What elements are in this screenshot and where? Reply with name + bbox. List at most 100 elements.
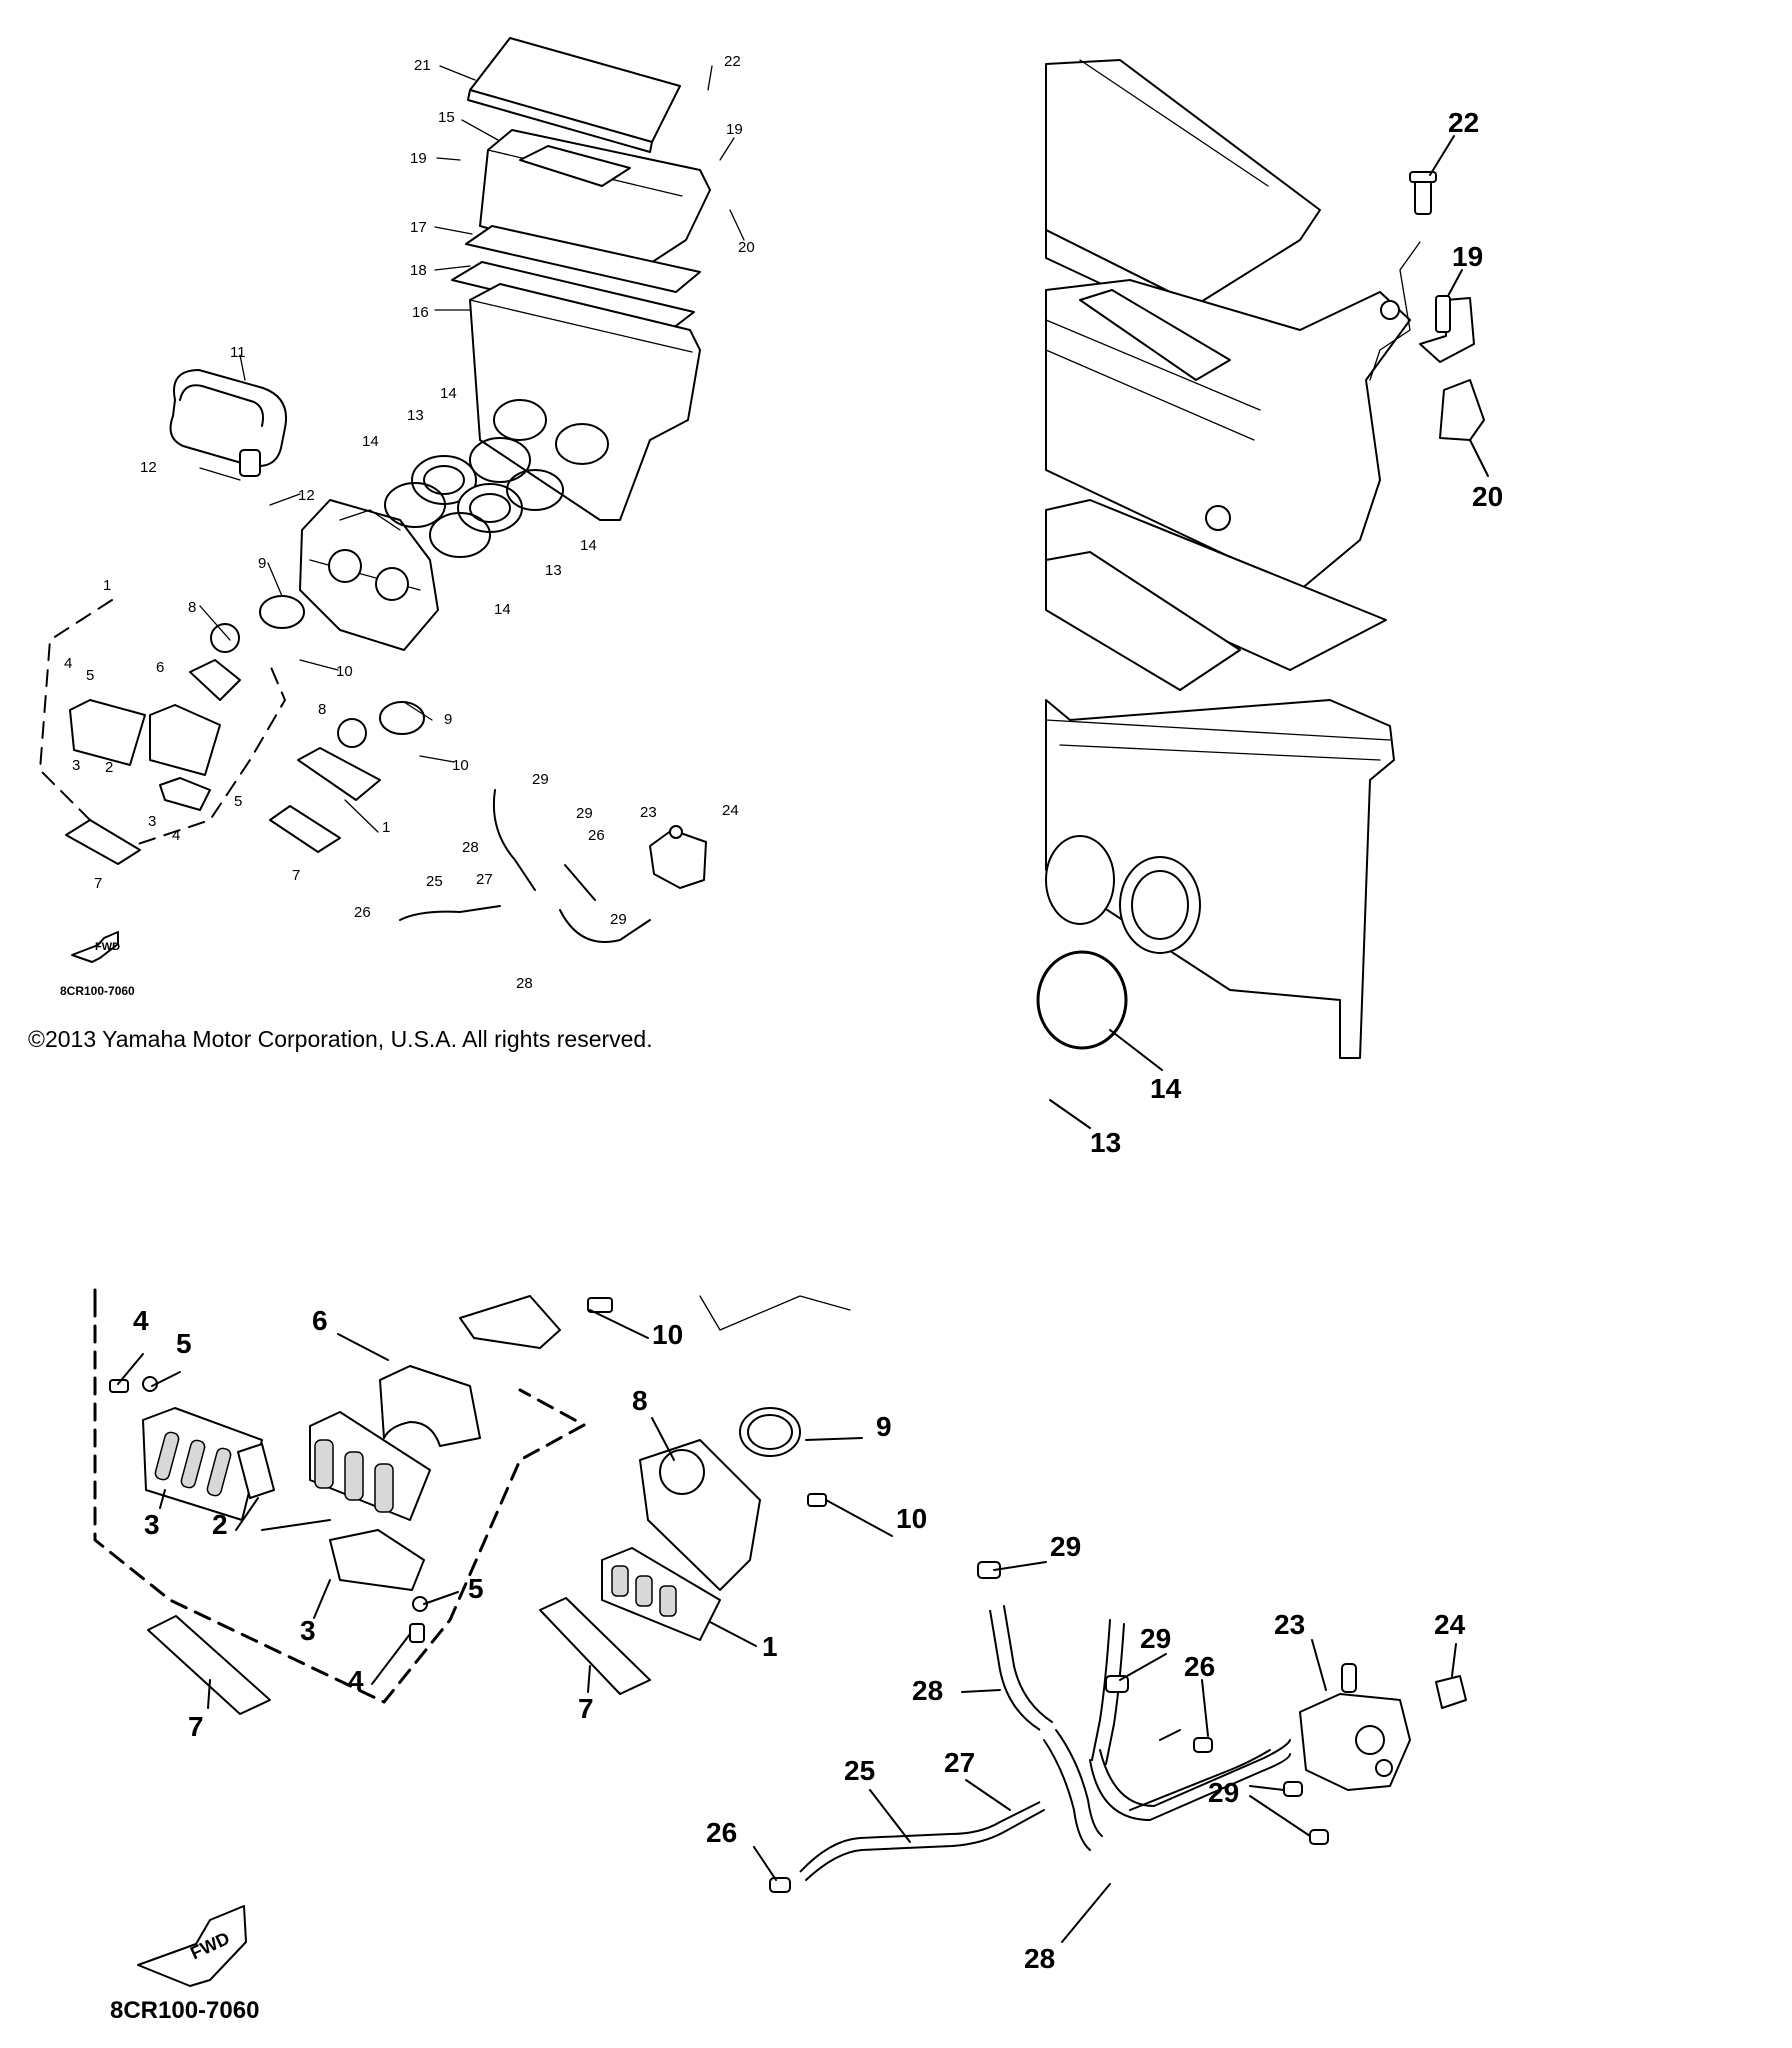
- callout-2: 2: [212, 1509, 228, 1540]
- callout-27: 27: [944, 1747, 975, 1778]
- callout-3: 3: [144, 1509, 160, 1540]
- air-box-assembly-drawing: [451, 37, 711, 521]
- callout-22: 22: [724, 53, 741, 70]
- callout-29: 29: [1050, 1531, 1081, 1562]
- callout-7: 7: [292, 867, 300, 884]
- callout-13: 13: [1090, 1127, 1121, 1158]
- fwd-arrow-small: FWD: [71, 931, 120, 963]
- callout-7: 7: [94, 875, 102, 892]
- callout-24: 24: [1434, 1609, 1466, 1640]
- callout-27: 27: [476, 871, 493, 888]
- callout-4: 4: [348, 1665, 364, 1696]
- callout-26: 26: [1184, 1651, 1215, 1682]
- callout-26: 26: [588, 827, 605, 844]
- callout-3: 3: [300, 1615, 316, 1646]
- callout-28: 28: [516, 975, 533, 992]
- diagram-code: 8CR100-7060: [110, 1997, 259, 2024]
- callout-19: 19: [410, 150, 427, 167]
- callout-19: 19: [1452, 241, 1483, 272]
- copyright-notice: ©2013 Yamaha Motor Corporation, U.S.A. A…: [28, 1026, 653, 1052]
- callout-19: 19: [726, 121, 743, 138]
- callout-29: 29: [610, 911, 627, 928]
- callout-14: 14: [580, 537, 597, 554]
- callout-29: 29: [532, 771, 549, 788]
- callout-12: 12: [140, 459, 157, 476]
- callout-22: 22: [1448, 107, 1479, 138]
- fwd-arrow-zoom: FWD: [137, 1905, 247, 1987]
- callout-14: 14: [440, 385, 457, 402]
- silencer-drawing: [169, 369, 287, 477]
- callout-4: 4: [64, 655, 72, 672]
- callout-20: 20: [738, 239, 755, 256]
- callout-9: 9: [258, 555, 266, 572]
- callout-11: 11: [230, 344, 246, 361]
- fuel-pump-drawing-small: [399, 789, 707, 943]
- reed-valve-group-small: [39, 599, 381, 865]
- callout-25: 25: [426, 873, 443, 890]
- callout-9: 9: [444, 711, 452, 728]
- callout-28: 28: [912, 1675, 943, 1706]
- callout-28: 28: [1024, 1943, 1055, 1974]
- callout-10: 10: [452, 757, 469, 774]
- callout-15: 15: [438, 109, 455, 126]
- callout-7: 7: [578, 1693, 594, 1724]
- callout-23: 23: [640, 804, 657, 821]
- callout-5: 5: [468, 1573, 484, 1604]
- callout-4: 4: [172, 827, 180, 844]
- callout-24: 24: [722, 802, 739, 819]
- callout-5: 5: [86, 667, 94, 684]
- callout-5: 5: [176, 1328, 192, 1359]
- callout-10: 10: [896, 1503, 927, 1534]
- callout-18: 18: [410, 262, 427, 279]
- callout-14: 14: [494, 601, 511, 618]
- callout-26: 26: [354, 904, 371, 921]
- callout-10: 10: [652, 1319, 683, 1350]
- callout-14: 14: [362, 433, 379, 450]
- callout-21: 21: [414, 57, 431, 74]
- callout-1: 1: [762, 1631, 778, 1662]
- callout-8: 8: [318, 701, 326, 718]
- callout-9: 9: [876, 1411, 892, 1442]
- callout-29: 29: [1208, 1777, 1239, 1808]
- airbox-zoom-callouts: 22 19 20 14 13: [1090, 107, 1503, 1158]
- intake-zoom-callouts: 4 5 6 3 2 3 5 4 7 7 8 9 10 10 1 29 29 29…: [110, 1305, 1466, 2024]
- overview-callouts: 1 1 2 3 3 4 4 5 5 6 7 7 8 8 9 9 10 10 11…: [60, 53, 755, 998]
- callout-14: 14: [1150, 1073, 1182, 1104]
- callout-3: 3: [148, 813, 156, 830]
- callout-13: 13: [545, 562, 562, 579]
- svg-text:FWD: FWD: [95, 941, 120, 953]
- callout-6: 6: [156, 659, 164, 676]
- callout-20: 20: [1472, 481, 1503, 512]
- overview-leader-lines: [199, 65, 745, 833]
- callout-1: 1: [382, 819, 390, 836]
- callout-6: 6: [312, 1305, 328, 1336]
- callout-2: 2: [105, 759, 113, 776]
- callout-3: 3: [72, 757, 80, 774]
- carburetor-drawing: [299, 499, 439, 651]
- fuel-pump-zoom: [769, 1561, 1467, 1893]
- callout-26: 26: [706, 1817, 737, 1848]
- callout-17: 17: [410, 219, 427, 236]
- callout-28: 28: [462, 839, 479, 856]
- callout-10: 10: [336, 663, 353, 680]
- callout-4: 4: [133, 1305, 149, 1336]
- callout-12: 12: [298, 487, 315, 504]
- callout-29: 29: [576, 805, 593, 822]
- diagram-code: 8CR100-7060: [60, 984, 135, 998]
- callout-1: 1: [103, 577, 111, 594]
- callout-8: 8: [632, 1385, 648, 1416]
- callout-13: 13: [407, 407, 424, 424]
- callout-16: 16: [412, 304, 429, 321]
- intake-zoom-leaders: [117, 1309, 1457, 1943]
- callout-29: 29: [1140, 1623, 1171, 1654]
- callout-25: 25: [844, 1755, 875, 1786]
- manifold-zoom: [459, 1295, 851, 1641]
- callout-23: 23: [1274, 1609, 1305, 1640]
- reed-valve-group-zoom: [93, 1288, 651, 1715]
- airbox-zoom-drawing: [1036, 59, 1485, 1059]
- airbox-zoom-leaders: [1049, 135, 1489, 1129]
